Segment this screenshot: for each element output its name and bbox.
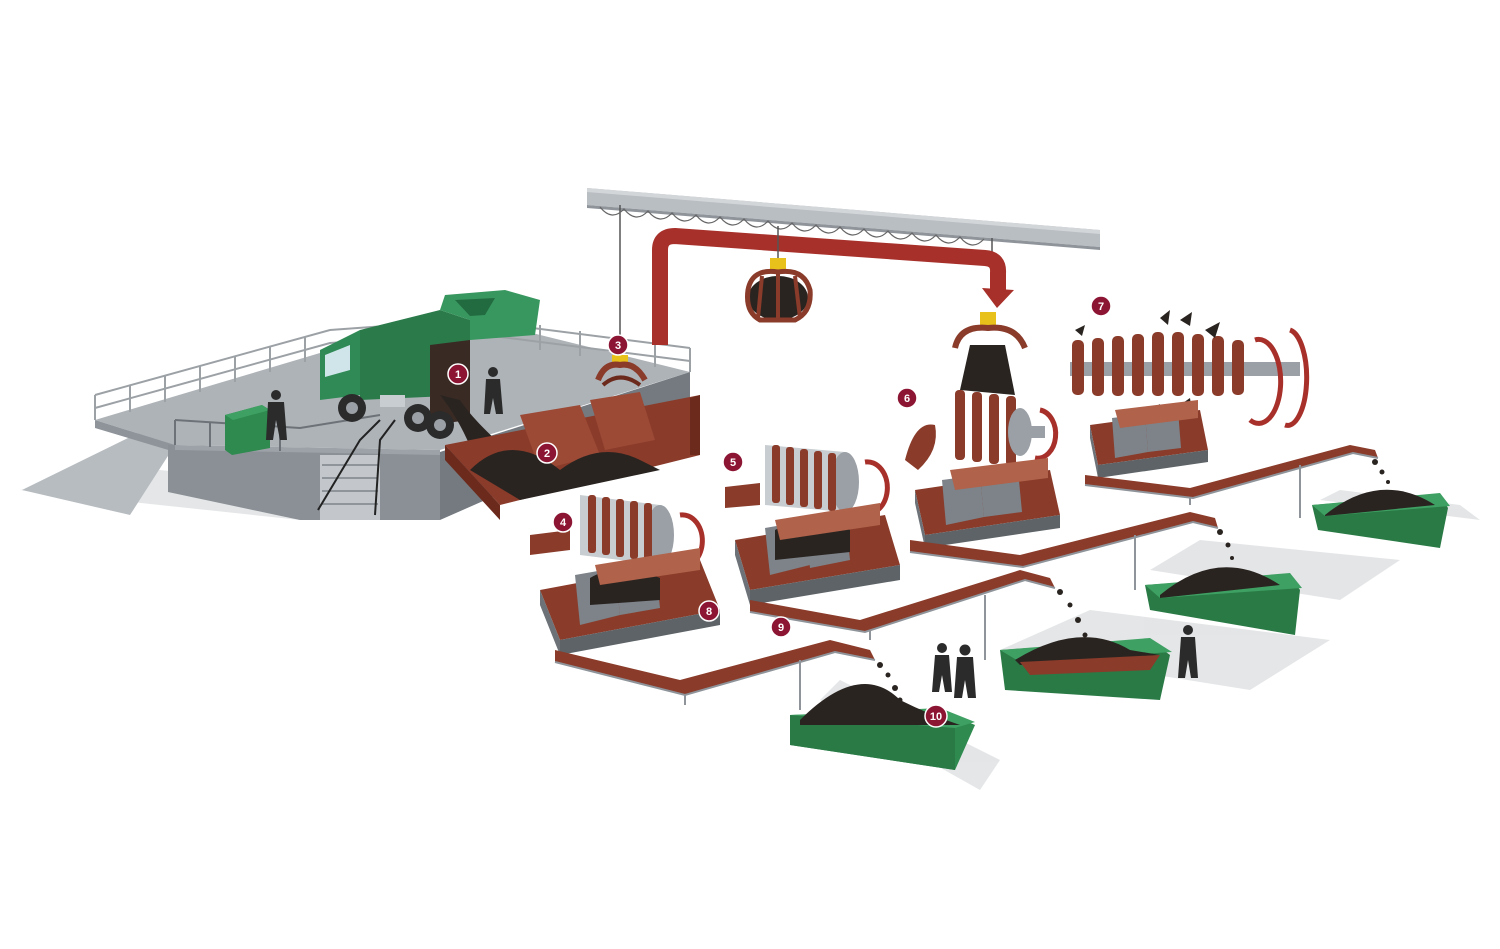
conveyor-5 bbox=[750, 570, 1055, 632]
svg-text:6: 6 bbox=[904, 393, 910, 405]
conveyor-7 bbox=[1085, 445, 1378, 498]
screen-unit-7 bbox=[1090, 400, 1208, 478]
svg-text:8: 8 bbox=[706, 606, 712, 618]
container-6 bbox=[1145, 567, 1302, 635]
svg-text:2: 2 bbox=[544, 448, 550, 460]
workers-platform bbox=[266, 367, 503, 440]
receiving-bunkers bbox=[445, 392, 700, 520]
marker-2: 2 bbox=[536, 442, 558, 464]
marker-10: 10 bbox=[924, 704, 948, 728]
falling-material bbox=[877, 459, 1390, 714]
conveyors bbox=[554, 445, 1379, 710]
grab-transit bbox=[745, 226, 813, 323]
marker-1: 1 bbox=[447, 363, 469, 385]
svg-text:3: 3 bbox=[615, 340, 621, 352]
marker-3: 3 bbox=[607, 334, 629, 356]
marker-9: 9 bbox=[770, 616, 792, 638]
svg-text:9: 9 bbox=[778, 622, 784, 634]
screen-unit-8 bbox=[540, 548, 720, 655]
screen-unit-6 bbox=[915, 458, 1060, 548]
waste-bin bbox=[225, 405, 270, 455]
step-markers: 1 2 3 4 5 6 7 8 bbox=[447, 295, 1112, 728]
conveyor-6 bbox=[910, 512, 1218, 567]
container-10 bbox=[790, 684, 975, 770]
shredder-rotor-6 bbox=[905, 390, 1059, 470]
crane-transfer-arrow bbox=[652, 228, 1014, 345]
marker-6: 6 bbox=[896, 387, 918, 409]
crane-beam bbox=[587, 188, 1100, 345]
screen-unit-5 bbox=[735, 503, 900, 605]
grab-platform bbox=[595, 355, 648, 387]
marker-7: 7 bbox=[1090, 295, 1112, 317]
container-9 bbox=[1000, 637, 1172, 700]
ground-shadows bbox=[20, 470, 1480, 790]
marker-4: 4 bbox=[552, 511, 574, 533]
grab-drop bbox=[952, 312, 1028, 395]
garbage-truck bbox=[320, 290, 540, 439]
shredder-rotor-4 bbox=[530, 495, 705, 570]
container-7 bbox=[1312, 489, 1450, 548]
svg-text:4: 4 bbox=[560, 517, 567, 529]
workers-floor bbox=[932, 625, 1198, 698]
marker-5: 5 bbox=[722, 451, 744, 473]
marker-8: 8 bbox=[698, 600, 720, 622]
conveyor-8 bbox=[555, 640, 875, 695]
svg-text:1: 1 bbox=[455, 369, 461, 381]
shredder-rotor-5 bbox=[725, 445, 890, 517]
stairs bbox=[317, 419, 396, 520]
svg-text:7: 7 bbox=[1098, 301, 1104, 313]
svg-text:5: 5 bbox=[730, 457, 736, 469]
svg-text:10: 10 bbox=[930, 711, 942, 723]
